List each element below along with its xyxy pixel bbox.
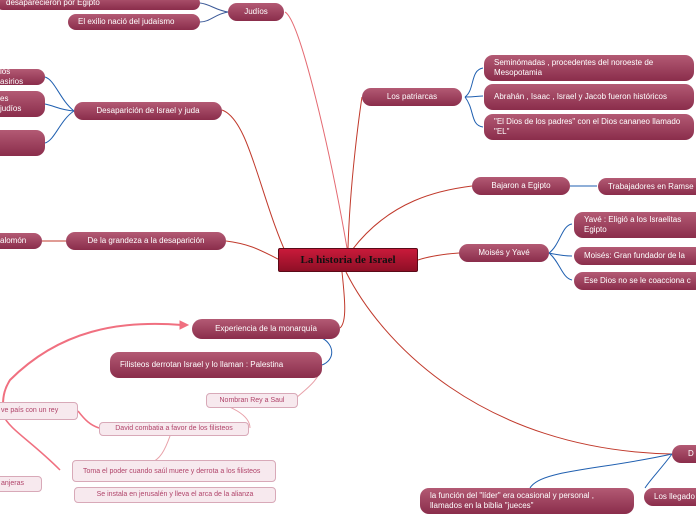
subtopic-judios-cut[interactable]: es judíos [0,91,45,117]
subtopic-salomon[interactable]: alomón [0,233,42,249]
subtopic-dios-coacciona[interactable]: Ese Dios no se le coacciona c [574,272,696,290]
subtopic-nombran-rey[interactable]: Nombran Rey a Saul [206,393,298,408]
subtopic-abrahan[interactable]: Abrahán , Isaac , Israel y Jacob fueron … [484,84,694,110]
subtopic-desaparecieron[interactable]: desaparecieron por Egipto [0,0,200,10]
subtopic-david-combatia[interactable]: David combatia a favor de los filisteos [99,422,249,436]
subtopic-tranjeras[interactable]: anjeras [0,476,42,492]
subtopic-empty[interactable] [0,130,45,156]
topic-patriarcas[interactable]: Los patriarcas [362,88,462,106]
subtopic-ramses[interactable]: Trabajadores en Ramse [598,178,696,195]
subtopic-moises-fundador[interactable]: Moisés: Gran fundador de la [574,247,696,265]
topic-bajaron-egipto[interactable]: Bajaron a Egipto [472,177,570,195]
subtopic-instala[interactable]: Se instala en jerusalén y lleva el arca … [74,487,276,503]
subtopic-lider[interactable]: la función del "líder" era ocasional y p… [420,488,634,514]
subtopic-toma-poder[interactable]: Toma el poder cuando saúl muere y derrot… [72,460,276,482]
root-topic[interactable]: La historia de Israel [278,248,418,272]
topic-grandeza[interactable]: De la grandeza a la desaparición [66,232,226,250]
topic-bottom-cut[interactable]: D [672,445,696,463]
subtopic-seminomadas[interactable]: Seminómadas , procedentes del noroeste d… [484,55,694,81]
subtopic-exilio[interactable]: El exilio nació del judaísmo [68,14,200,30]
topic-moises-yave[interactable]: Moisés y Yavé [459,244,549,262]
subtopic-filisteos[interactable]: Filisteos derrotan Israel y lo llaman : … [110,352,322,378]
subtopic-llegado[interactable]: Los llegado [644,488,696,506]
subtopic-asirios[interactable]: los asirios [0,69,45,85]
topic-desaparicion[interactable]: Desaparición de Israel y juda [74,102,222,120]
topic-judios[interactable]: Judíos [228,3,284,21]
subtopic-pais-rey[interactable]: ve país con un rey [0,402,78,420]
subtopic-dios-padres[interactable]: "El Dios de los padres" con el Dios cana… [484,114,694,140]
subtopic-yave-eligio[interactable]: Yavé : Eligió a los Israelitas Egipto [574,212,696,238]
topic-monarquia[interactable]: Experiencia de la monarquía [192,319,340,339]
